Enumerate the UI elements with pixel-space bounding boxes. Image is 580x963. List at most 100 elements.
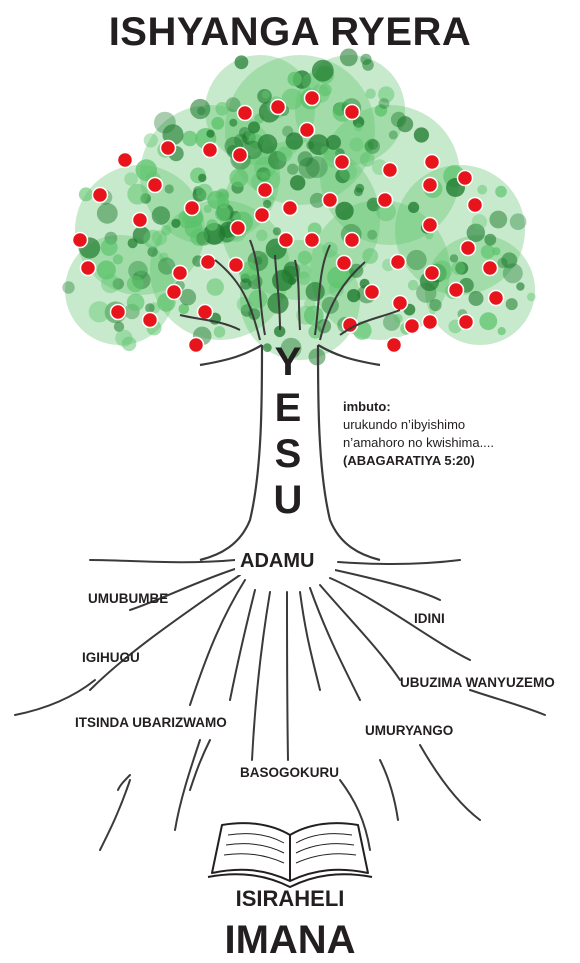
label-isiraheli: ISIRAHELI <box>0 886 580 912</box>
root-label-umubumbe: UMUBUMBE <box>88 591 168 606</box>
leaf-cluster <box>135 264 147 276</box>
leaf-cluster <box>510 213 527 230</box>
fruit <box>345 105 360 120</box>
leaf-cluster <box>347 289 360 302</box>
leaf-cluster <box>101 239 118 256</box>
leaf-cluster <box>362 248 378 264</box>
leaf-cluster <box>501 252 517 268</box>
leaf-cluster <box>229 119 237 127</box>
leaf-cluster <box>306 141 314 149</box>
fruit <box>81 261 96 276</box>
root-label-idini: IDINI <box>414 611 445 626</box>
leaf-cluster <box>215 206 230 221</box>
fruit <box>233 148 248 163</box>
fruit <box>229 258 244 273</box>
leaf-cluster <box>263 200 271 208</box>
fruit-line-2: n’amahoro no kwishima.... <box>343 434 494 452</box>
leaf-cluster <box>484 234 496 246</box>
leaf-cluster <box>198 174 206 182</box>
leaf-cluster <box>450 254 458 262</box>
leaf-cluster <box>379 98 390 109</box>
leaf-cluster <box>479 312 497 330</box>
leaf-cluster <box>79 187 93 201</box>
fruit <box>148 178 163 193</box>
leaf-cluster <box>516 282 524 290</box>
fruit <box>423 315 438 330</box>
fruit <box>483 261 498 276</box>
leaf-cluster <box>391 112 406 127</box>
fruit <box>425 155 440 170</box>
leaf-cluster <box>97 261 116 280</box>
leaf-cluster <box>196 231 210 245</box>
fruit <box>167 285 182 300</box>
leaf-cluster <box>249 290 268 309</box>
leaf-cluster <box>124 172 138 186</box>
leaf-cluster <box>182 131 197 146</box>
fruit <box>185 201 200 216</box>
leaf-cluster <box>389 130 398 139</box>
leaf-cluster <box>204 205 212 213</box>
leaf-cluster <box>152 206 170 224</box>
leaf-cluster <box>298 251 312 265</box>
leaf-cluster <box>368 139 379 150</box>
leaf-cluster <box>527 293 536 302</box>
leaf-cluster <box>286 132 303 149</box>
fruit <box>93 188 108 203</box>
leaf-cluster <box>62 281 74 293</box>
fruit-heading: imbuto: <box>343 398 494 416</box>
fruit <box>323 193 338 208</box>
leaf-cluster <box>127 184 148 205</box>
leaf-cluster <box>469 291 484 306</box>
fruit <box>423 218 438 233</box>
leaf-cluster <box>288 72 302 86</box>
trunk-letter-u: U <box>268 478 308 523</box>
fruit <box>393 296 408 311</box>
leaf-cluster <box>287 164 298 175</box>
leaf-cluster <box>272 270 293 291</box>
leaf-cluster <box>206 219 218 231</box>
leaf-cluster <box>452 261 466 275</box>
leaf-cluster <box>489 211 507 229</box>
leaf-cluster <box>127 294 145 312</box>
fruit <box>387 338 402 353</box>
leaf-cluster <box>304 298 315 309</box>
fruit <box>345 233 360 248</box>
leaf-cluster <box>113 254 123 264</box>
leaf-cluster <box>207 278 224 295</box>
fruit <box>461 241 476 256</box>
root-label-basogokuru: BASOGOKURU <box>240 765 339 780</box>
fruit <box>173 266 188 281</box>
fruit <box>391 255 406 270</box>
fruit <box>143 313 158 328</box>
leaf-cluster <box>298 151 313 166</box>
fruit <box>405 319 420 334</box>
leaf-cluster <box>215 102 229 116</box>
root-label-umuryango: UMURYANGO <box>365 723 453 738</box>
root-label-ubuzima: UBUZIMA WANYUZEMO <box>400 675 555 690</box>
fruit <box>73 233 88 248</box>
fruit <box>423 178 438 193</box>
leaf-cluster <box>408 280 419 291</box>
leaf-cluster <box>367 230 377 240</box>
base-label-adamu: ADAMU <box>240 550 314 573</box>
leaf-cluster <box>354 123 362 131</box>
fruit <box>238 106 253 121</box>
leaf-cluster <box>429 299 441 311</box>
fruit <box>118 153 133 168</box>
fruit <box>337 256 352 271</box>
leaf-cluster <box>89 301 110 322</box>
fruit <box>201 255 216 270</box>
leaf-cluster <box>128 238 138 248</box>
fruit <box>305 91 320 106</box>
leaf-cluster <box>394 314 403 323</box>
fruit <box>283 201 298 216</box>
fruit <box>449 283 464 298</box>
leaf-cluster <box>407 250 427 270</box>
leaf-cluster <box>196 184 213 201</box>
fruit-line-1: urukundo n’ibyishimo <box>343 416 494 434</box>
fruit <box>305 233 320 248</box>
fruit <box>459 315 474 330</box>
leaf-cluster <box>506 298 518 310</box>
leaf-cluster <box>145 303 155 313</box>
fruit <box>161 141 176 156</box>
